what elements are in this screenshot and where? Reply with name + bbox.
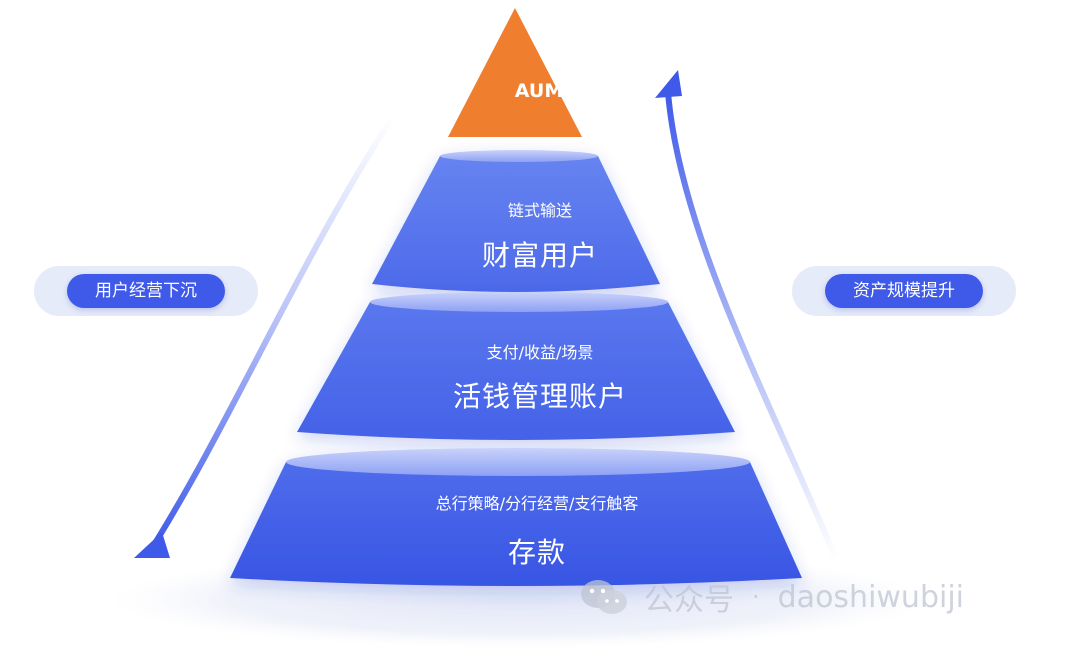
left-pill-container: 用户经营下沉 [34,266,258,316]
pyramid-tier-3 [230,448,802,586]
watermark: 公众号 · daoshiwubiji [578,575,964,619]
top-label: AUM [514,80,564,102]
pyramid-tier-2 [297,292,735,440]
right-pill-container: 资产规模提升 [792,266,1016,316]
watermark-account: daoshiwubiji [777,579,964,615]
tier-2-title: 活钱管理账户 [452,380,627,413]
watermark-label: 公众号 [644,583,734,618]
tier-3-title: 存款 [507,536,566,569]
pyramid-top-triangle [448,8,582,137]
tier-3-subtitle: 总行策略/分行经营/支行触客 [435,494,639,513]
left-pill-label: 用户经营下沉 [67,274,225,308]
tier-1-subtitle: 链式输送 [507,201,572,220]
left-down-arrow [134,115,395,558]
wechat-icon [581,580,627,614]
pyramid-tier-1 [372,150,660,292]
tier-2-subtitle: 支付/收益/场景 [486,343,594,362]
right-up-arrow [655,70,839,563]
right-pill-label: 资产规模提升 [825,274,983,308]
tier-1-title: 财富用户 [481,239,598,272]
watermark-separator: · [752,583,760,611]
